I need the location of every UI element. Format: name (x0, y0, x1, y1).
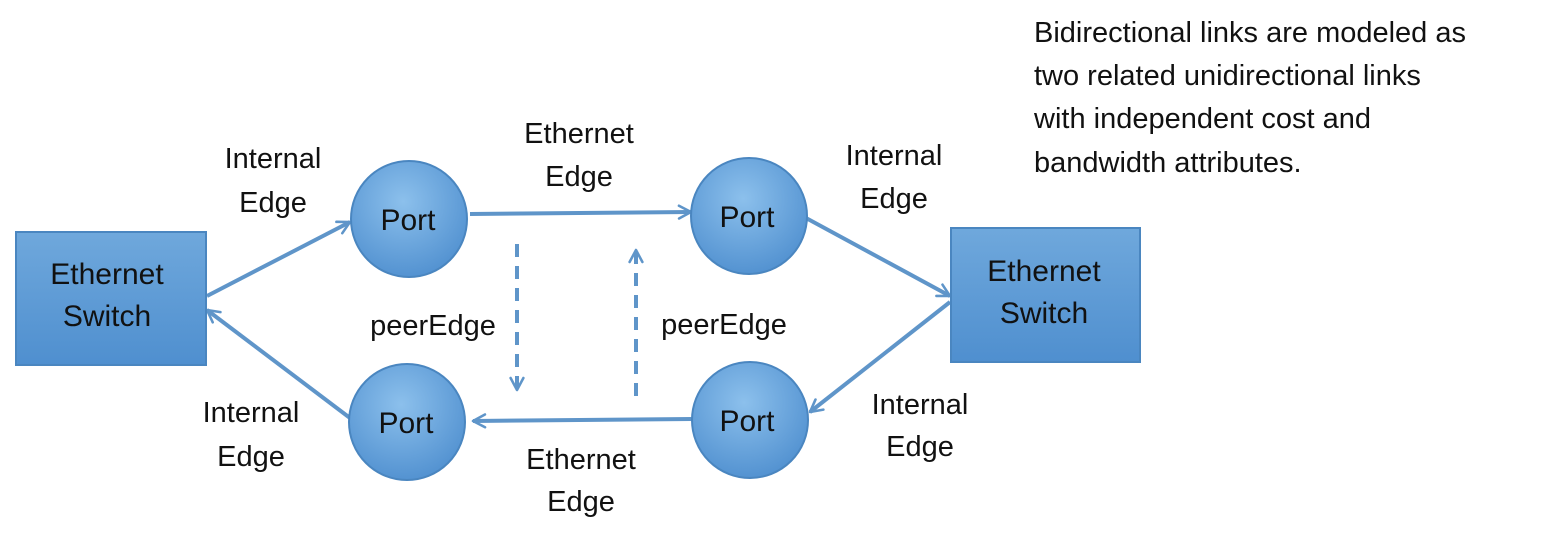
port-top-left: Port (350, 160, 468, 278)
port-bottom-right: Port (691, 361, 809, 479)
ethernet-edge-arrow-top (469, 204, 693, 220)
port-bottom-right-label: Port (719, 405, 775, 438)
note-line-4: bandwidth attributes. (1034, 147, 1302, 179)
bidirectional-note: Bidirectional links are modeled as two r… (1033, 17, 1466, 179)
switch-right-label-line2: Switch (1000, 297, 1088, 330)
port-top-right-label: Port (719, 201, 775, 234)
ethernet-edge-label-bottom-line1: Ethernet (526, 444, 636, 476)
port-top-right: Port (690, 157, 808, 275)
switch-left-label-line2: Switch (63, 300, 151, 333)
internal-edge-arrow-bottom-left (205, 308, 352, 420)
internal-edge-label-top-left-line2: Edge (239, 187, 307, 219)
internal-edge-arrow-top-right (805, 216, 952, 298)
ethernet-edge-arrow-bottom (471, 413, 693, 429)
ethernet-switch-right: Ethernet Switch (950, 227, 1141, 363)
port-bottom-left-label: Port (378, 407, 434, 440)
note-line-1: Bidirectional links are modeled as (1034, 17, 1466, 49)
internal-edge-arrow-top-left (206, 220, 352, 298)
ethernet-edge-label-top-line1: Ethernet (524, 118, 634, 150)
internal-edge-arrow-bottom-right (808, 300, 952, 414)
note-line-3: with independent cost and (1033, 103, 1371, 135)
ethernet-edge-label-top-line2: Edge (545, 161, 613, 193)
internal-edge-label-top-right-line1: Internal (846, 140, 943, 172)
internal-edge-label-top-right: Internal Edge (846, 140, 943, 215)
port-top-left-label: Port (380, 204, 436, 237)
internal-edge-label-bottom-left: Internal Edge (203, 397, 300, 473)
internal-edge-label-bottom-right-line2: Edge (886, 431, 954, 463)
ethernet-edge-label-bottom-line2: Edge (547, 486, 615, 518)
internal-edge-label-top-left: Internal Edge (225, 143, 322, 219)
peer-edge-label-left: peerEdge (370, 310, 496, 342)
ethernet-switch-left: Ethernet Switch (15, 231, 207, 366)
internal-edge-label-top-left-line1: Internal (225, 143, 322, 175)
internal-edge-label-top-right-line2: Edge (860, 183, 928, 215)
note-line-2: two related unidirectional links (1034, 60, 1421, 92)
ethernet-edge-label-top: Ethernet Edge (524, 118, 634, 193)
peer-edge-label-right: peerEdge (661, 309, 787, 341)
ethernet-edge-label-bottom: Ethernet Edge (526, 444, 636, 518)
internal-edge-label-bottom-left-line1: Internal (203, 397, 300, 429)
internal-edge-label-bottom-right: Internal Edge (872, 389, 969, 463)
port-bottom-left: Port (348, 363, 466, 481)
switch-right-label-line1: Ethernet (987, 255, 1101, 288)
switch-left-label-line1: Ethernet (50, 258, 164, 291)
internal-edge-label-bottom-left-line2: Edge (217, 441, 285, 473)
internal-edge-label-bottom-right-line1: Internal (872, 389, 969, 421)
